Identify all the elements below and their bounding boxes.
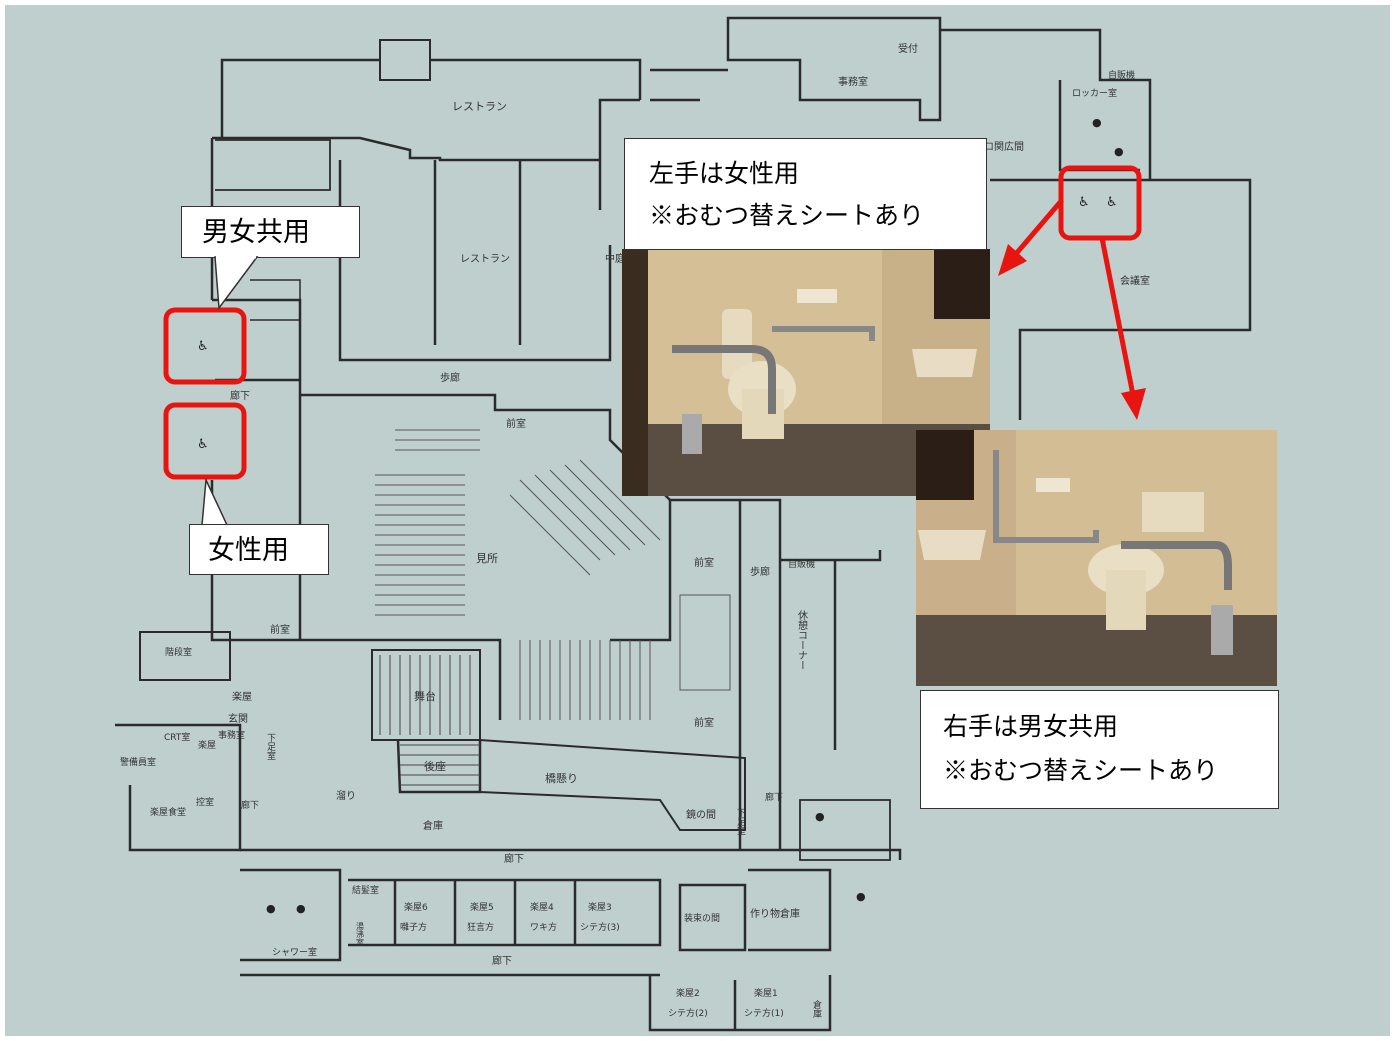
label-anteroom-right2: 前室 — [694, 716, 714, 729]
person-icon: ● ● ● ● ● ● — [266, 116, 1124, 915]
right-note-line1: 右手は男女共用 — [943, 712, 1119, 741]
label-rear-seat: 後座 — [424, 759, 446, 773]
callout-unisex-text: 男女共用 — [202, 217, 310, 248]
label-backstage-hall: 楽屋 — [232, 690, 252, 703]
label-corridor-main: 廊下 — [504, 852, 524, 865]
label-backstage-s: 楽屋 — [198, 739, 216, 751]
highlight-female-left — [163, 402, 247, 480]
highlight-right-pair — [1058, 165, 1142, 241]
svg-text:♿: ♿ — [197, 339, 209, 354]
label-anteroom-left: 前室 — [270, 623, 290, 636]
label-prep: 控室 — [196, 796, 214, 808]
label-entrance: 玄関 — [228, 712, 248, 725]
wheelchair-icon: ♿ ♿ ♿ ♿ — [197, 195, 1118, 452]
callout-female-left: 女性用 — [189, 524, 329, 575]
callout-tail-female — [201, 478, 229, 526]
callout-tail-unisex — [214, 256, 259, 311]
callout-left-note: 左手は女性用 ※おむつ替えシートあり — [624, 138, 987, 250]
label-meeting: 会議室 — [1120, 274, 1150, 287]
svg-text:♿: ♿ — [197, 437, 209, 452]
label-courtyard: 中庭 — [605, 252, 625, 265]
left-note-line1: 左手は女性用 — [649, 159, 800, 188]
label-r3-sub: シテ方(3) — [580, 921, 620, 933]
label-corridor-mid: 廊下 — [765, 791, 783, 803]
stage-hatch — [379, 655, 480, 786]
floor-plan-walls — [115, 16, 1252, 1032]
label-walkway-right: 歩廊 — [750, 565, 770, 578]
svg-text:●: ● — [1114, 145, 1124, 158]
label-restaurant-top: レストラン — [452, 100, 507, 113]
label-lounge: 休憩コーナー — [796, 610, 808, 670]
label-plaza: ロ関広間 — [984, 140, 1024, 153]
label-corridor-left: 廊下 — [230, 389, 250, 402]
label-guard: 警備員室 — [120, 756, 156, 768]
label-reception: 受付 — [898, 42, 918, 55]
label-shoe-room: 下足室 — [265, 733, 276, 760]
label-pit: 溜り — [336, 789, 356, 802]
label-corridor-left2: 廊下 — [241, 799, 259, 811]
label-incense: 湯沸室 — [356, 921, 365, 946]
label-walkway-mid: 歩廊 — [440, 371, 460, 384]
label-crt: CRT室 — [164, 731, 190, 743]
label-anteroom-top: 前室 — [506, 417, 526, 430]
label-shower: シャワー室 — [272, 946, 317, 958]
label-r5-sub: 狂言方 — [467, 921, 494, 933]
label-locker: ロッカー室 — [1072, 87, 1117, 99]
arrow-icon — [998, 198, 1146, 420]
label-office: 事務室 — [838, 75, 868, 88]
svg-text:●: ● — [266, 902, 276, 915]
label-backstage-office: 事務室 — [218, 729, 245, 741]
label-seating: 見所 — [476, 552, 498, 565]
label-bridge: 橋懸り — [545, 771, 578, 785]
label-hair: 結髪室 — [352, 884, 379, 896]
label-r5: 楽屋5 — [470, 901, 494, 913]
label-restaurant-mid: レストラン — [460, 253, 510, 265]
label-r4-sub: ワキ方 — [530, 921, 557, 933]
highlight-unisex-left — [163, 307, 247, 385]
label-r6: 楽屋6 — [404, 901, 428, 913]
callout-unisex-left: 男女共用 — [181, 206, 360, 258]
label-corridor-bottom: 廊下 — [492, 954, 512, 967]
label-r6-sub: 囃子方 — [400, 921, 427, 933]
label-stage: 舞台 — [414, 689, 436, 703]
label-r1: 楽屋1 — [754, 987, 778, 999]
label-storage2: 倉庫 — [811, 999, 822, 1019]
photo-unisex-toilet — [916, 430, 1277, 686]
label-r2: 楽屋2 — [676, 987, 700, 999]
label-backstage-dining: 楽屋食堂 — [150, 806, 186, 818]
label-r1-sub: シテ方(1) — [744, 1007, 784, 1019]
label-mirror-room: 鏡の間 — [686, 808, 716, 821]
callout-right-note: 右手は男女共用 ※おむつ替えシートあり — [920, 690, 1279, 809]
label-r2-sub: シテ方(2) — [668, 1007, 708, 1019]
label-vending-top: 自販機 — [1108, 69, 1135, 81]
label-vending-right: 自販機 — [788, 558, 815, 570]
label-shoe-room2: 下足室 — [735, 808, 746, 835]
callout-female-text: 女性用 — [208, 535, 289, 566]
svg-text:●: ● — [296, 902, 306, 915]
left-note-line2: ※おむつ替えシートあり — [649, 201, 925, 230]
svg-text:●: ● — [815, 810, 825, 823]
svg-text:●: ● — [856, 890, 866, 903]
label-stair: 階段室 — [165, 646, 192, 658]
right-note-line2: ※おむつ替えシートあり — [943, 756, 1219, 785]
label-anteroom-right1: 前室 — [694, 556, 714, 569]
label-r4: 楽屋4 — [530, 901, 554, 913]
label-r3: 楽屋3 — [588, 901, 612, 913]
seating-rows — [375, 429, 731, 720]
label-props: 作り物倉庫 — [750, 907, 800, 920]
svg-text:●: ● — [1092, 116, 1102, 129]
label-costume: 装束の間 — [684, 912, 720, 924]
label-storage: 倉庫 — [423, 819, 443, 832]
svg-text:♿: ♿ — [1078, 195, 1090, 210]
svg-text:♿: ♿ — [1106, 195, 1118, 210]
